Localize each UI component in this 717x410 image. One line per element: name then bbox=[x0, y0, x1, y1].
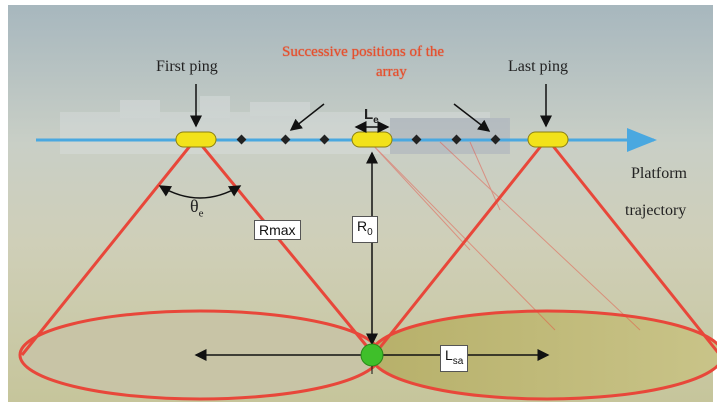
center-array bbox=[351, 131, 393, 148]
first-ping-array bbox=[175, 131, 217, 148]
synthetic-aperture-length-label: Lsa bbox=[440, 345, 469, 372]
element-length-label: Le bbox=[364, 106, 379, 126]
synthetic-aperture-length-symbol: L bbox=[445, 347, 453, 363]
aperture-angle-label: θe bbox=[190, 196, 204, 220]
element-length-symbol: L bbox=[364, 106, 374, 123]
max-range-label: Rmax bbox=[254, 220, 301, 240]
skyline-texture bbox=[60, 96, 510, 154]
range-r0-subscript: 0 bbox=[367, 226, 373, 238]
array-position-marker bbox=[451, 134, 462, 145]
intermediate-cones bbox=[369, 141, 641, 331]
element-length-subscript: e bbox=[373, 115, 379, 126]
successive-positions-title-line1: Successive positions of the bbox=[282, 44, 445, 60]
last-ping-cone bbox=[372, 140, 717, 356]
array-position-marker bbox=[490, 134, 501, 145]
platform-label: Platform bbox=[631, 165, 687, 182]
array-position-marker bbox=[319, 134, 330, 145]
array-position-marker bbox=[236, 134, 247, 145]
successive-array-positions bbox=[236, 134, 501, 145]
array-position-marker bbox=[411, 134, 422, 145]
aperture-angle-subscript: e bbox=[198, 207, 204, 220]
synthetic-aperture-length-subscript: sa bbox=[452, 355, 464, 367]
range-r0-symbol: R bbox=[357, 218, 368, 234]
trajectory-label: trajectory bbox=[625, 202, 687, 219]
target-point bbox=[360, 343, 384, 367]
range-r0-label: R0 bbox=[352, 216, 378, 243]
first-ping-cone bbox=[20, 140, 376, 356]
successive-positions-title-line2: array bbox=[376, 64, 407, 80]
aperture-angle-symbol: θ bbox=[190, 196, 199, 216]
positions-pointer-right bbox=[453, 103, 491, 132]
positions-pointer-left bbox=[289, 103, 325, 131]
first-ping-label: First ping bbox=[156, 58, 218, 75]
aperture-angle-arc bbox=[158, 185, 242, 199]
last-ping-label: Last ping bbox=[508, 58, 568, 75]
last-ping-array bbox=[527, 131, 569, 148]
array-position-marker bbox=[280, 134, 291, 145]
